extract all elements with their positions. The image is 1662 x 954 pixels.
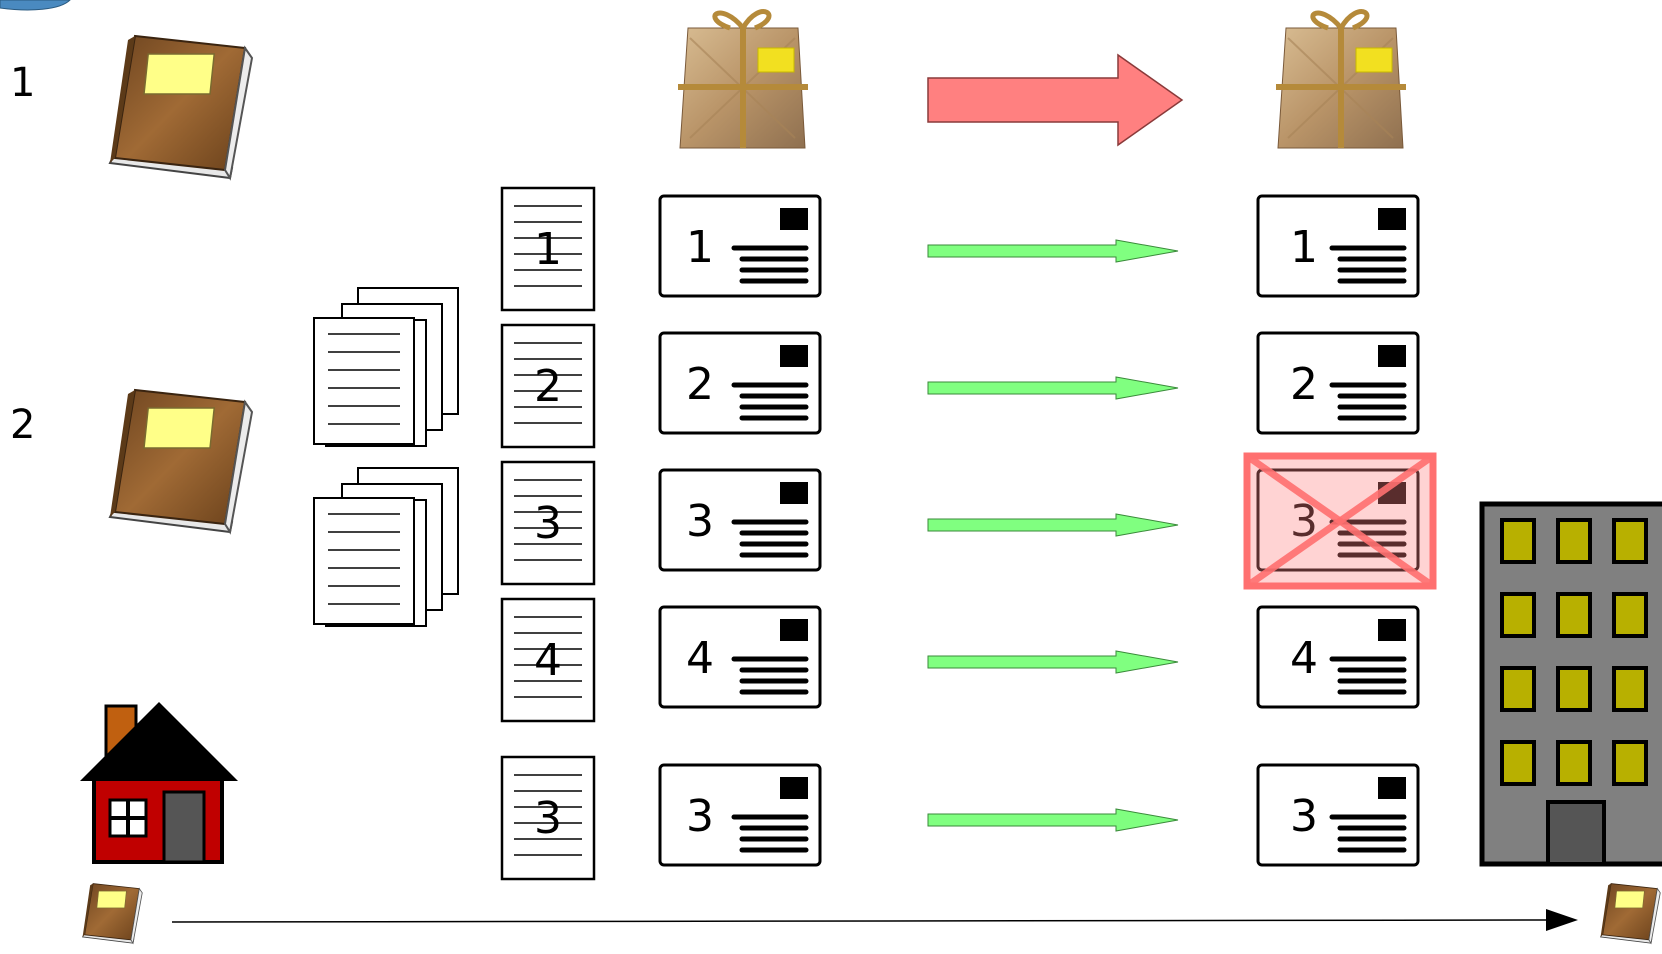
envelope-icon: 1 — [1258, 196, 1418, 296]
received-envelope-number: 1 — [1290, 222, 1318, 273]
book-icon — [109, 35, 253, 179]
globe-fragment-icon — [0, 0, 71, 11]
building-window — [1500, 518, 1536, 564]
envelope-icon: 1 — [660, 196, 820, 296]
book-row-label-2: 2 — [10, 402, 36, 448]
page-number: 1 — [534, 224, 562, 275]
house-icon — [80, 702, 238, 864]
received-envelope-number: 2 — [1290, 359, 1318, 410]
building-window — [1612, 592, 1648, 638]
envelope-icon: 2 — [660, 333, 820, 433]
pages-stack-icon — [313, 467, 459, 627]
page-number: 4 — [534, 635, 562, 686]
building-icon — [1479, 501, 1662, 867]
page-icon: 4 — [500, 597, 596, 723]
page-icon: 3 — [500, 755, 596, 881]
arrow-icon — [927, 376, 1179, 400]
building-window — [1556, 740, 1592, 786]
envelope-icon: 2 — [1258, 333, 1418, 433]
book-icon — [82, 883, 143, 944]
lost-packet-cross — [1243, 452, 1437, 590]
arrow-icon — [927, 239, 1179, 263]
book-row-label-1: 1 — [10, 60, 36, 106]
envelope-icon: 3 — [1258, 765, 1418, 865]
page-number: 3 — [534, 793, 562, 844]
page-number: 2 — [534, 361, 562, 412]
building-window — [1556, 592, 1592, 638]
parcel-icon — [678, 12, 808, 148]
building-window — [1556, 518, 1592, 564]
building-window — [1556, 666, 1592, 712]
arrow-icon — [171, 909, 1578, 931]
building-window — [1612, 518, 1648, 564]
arrow-icon — [927, 513, 1179, 537]
arrow-icon — [927, 650, 1179, 674]
parcel-icon — [1276, 12, 1406, 148]
book-icon — [109, 389, 253, 533]
building-window — [1612, 666, 1648, 712]
received-envelope-number: 4 — [1290, 633, 1318, 684]
page-icon: 1 — [500, 186, 596, 312]
arrow-icon — [927, 808, 1179, 832]
envelope-icon: 3 — [660, 470, 820, 570]
page-number: 3 — [534, 498, 562, 549]
envelope-icon: 4 — [1258, 607, 1418, 707]
building-window — [1500, 666, 1536, 712]
book-icon — [1600, 883, 1661, 944]
building-window — [1612, 740, 1648, 786]
arrow-icon — [927, 53, 1184, 147]
page-icon: 3 — [500, 460, 596, 586]
envelope-icon: 3 — [660, 765, 820, 865]
envelope-number: 4 — [686, 633, 714, 684]
pages-stack-icon — [313, 287, 459, 447]
building-window — [1500, 740, 1536, 786]
envelope-number: 2 — [686, 359, 714, 410]
envelope-icon: 4 — [660, 607, 820, 707]
envelope-number: 1 — [686, 222, 714, 273]
page-icon: 2 — [500, 323, 596, 449]
envelope-number: 3 — [686, 496, 714, 547]
received-envelope-number: 3 — [1290, 791, 1318, 842]
envelope-number: 3 — [686, 791, 714, 842]
building-window — [1500, 592, 1536, 638]
